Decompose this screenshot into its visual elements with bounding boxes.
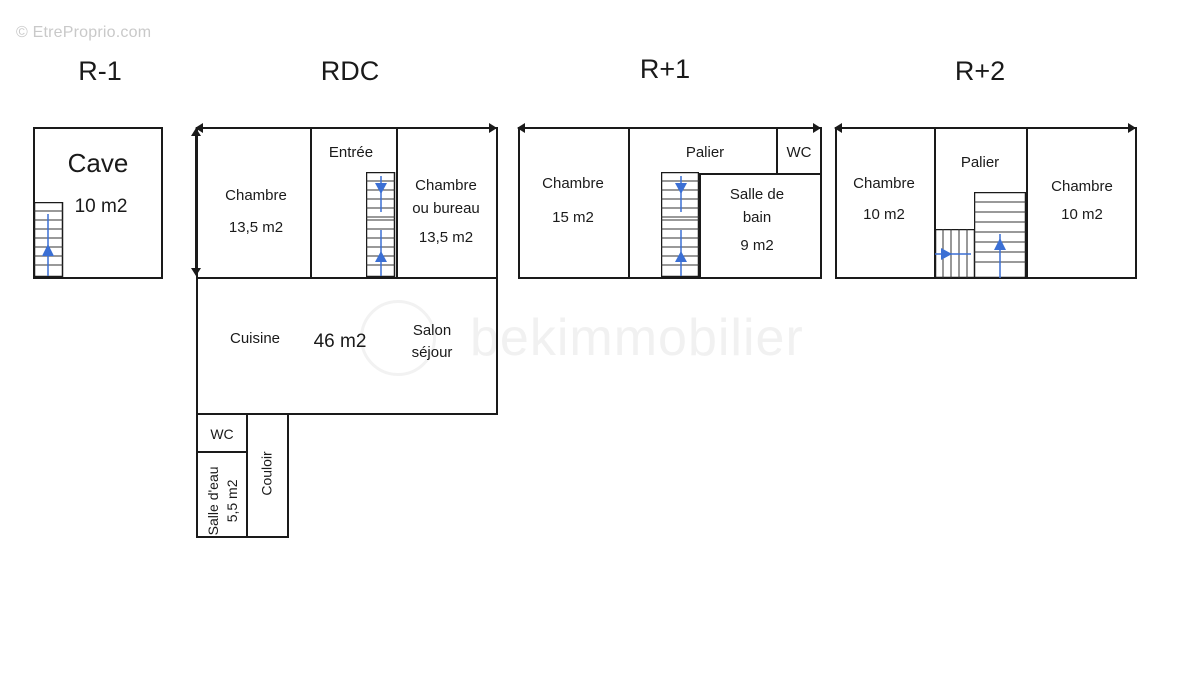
chambre-r1-name: Chambre (542, 175, 604, 192)
stairs-icon (34, 202, 64, 278)
couloir-name: Couloir (258, 451, 275, 496)
stairs-icon-r1 (661, 172, 699, 278)
cave-name: Cave (67, 148, 129, 178)
watermark-text: bekimmobilier (470, 309, 804, 367)
sdb-line1: Salle de (729, 186, 785, 203)
wc-rdc-name: WC (210, 426, 234, 442)
stairs-icon-rdc (366, 172, 396, 278)
room-sdb (699, 173, 822, 279)
cave-area: 10 m2 (74, 196, 128, 217)
chambre-rdc-name: Chambre (225, 187, 287, 204)
copyright-text: © EtreProprio.com (16, 24, 152, 41)
floor-title-r+1: R+1 (639, 54, 691, 84)
palier-r2-name: Palier (960, 154, 1000, 171)
chambre-bureau-area: 13,5 m2 (418, 229, 474, 246)
salle-eau-label: Salle d'eau 5,5 m2 (204, 458, 242, 544)
salle-eau-area: 5,5 m2 (224, 479, 240, 523)
living-area: 46 m2 (313, 331, 367, 352)
floor-title-r+2: R+2 (954, 56, 1006, 86)
room-chambre-left-r2 (835, 127, 936, 279)
palier-r1-name: Palier (685, 144, 725, 161)
room-couloir (246, 413, 289, 538)
cuisine-name: Cuisine (229, 330, 281, 347)
stairs-icon-r2-right (974, 192, 1026, 278)
chambre-rdc-area: 13,5 m2 (228, 219, 284, 236)
room-chambre-r1 (518, 127, 630, 279)
chambre-right-r2-name: Chambre (1051, 178, 1113, 195)
entree-name: Entrée (328, 144, 374, 161)
chambre-r1-area: 15 m2 (552, 209, 594, 226)
chambre-left-r2-area: 10 m2 (863, 206, 905, 223)
stairs-icon-r2-left (935, 229, 975, 278)
salle-eau-name: Salle d'eau (205, 466, 222, 536)
floor-title-rdc: RDC (320, 56, 380, 86)
floor-title-r-1: R-1 (78, 56, 122, 86)
salon-line1: Salon (412, 322, 452, 339)
sdb-line2: bain (742, 209, 772, 226)
chambre-bureau-line1: Chambre (415, 177, 477, 194)
watermark-logo (360, 300, 436, 376)
wc-r1-name: WC (786, 144, 812, 161)
room-chambre-right-r2 (1026, 127, 1137, 279)
chambre-left-r2-name: Chambre (853, 175, 915, 192)
chambre-right-r2-area: 10 m2 (1061, 206, 1103, 223)
room-living (196, 277, 498, 415)
sdb-area: 9 m2 (740, 237, 774, 254)
chambre-bureau-line2: ou bureau (412, 200, 480, 217)
salon-line2: séjour (411, 344, 453, 361)
